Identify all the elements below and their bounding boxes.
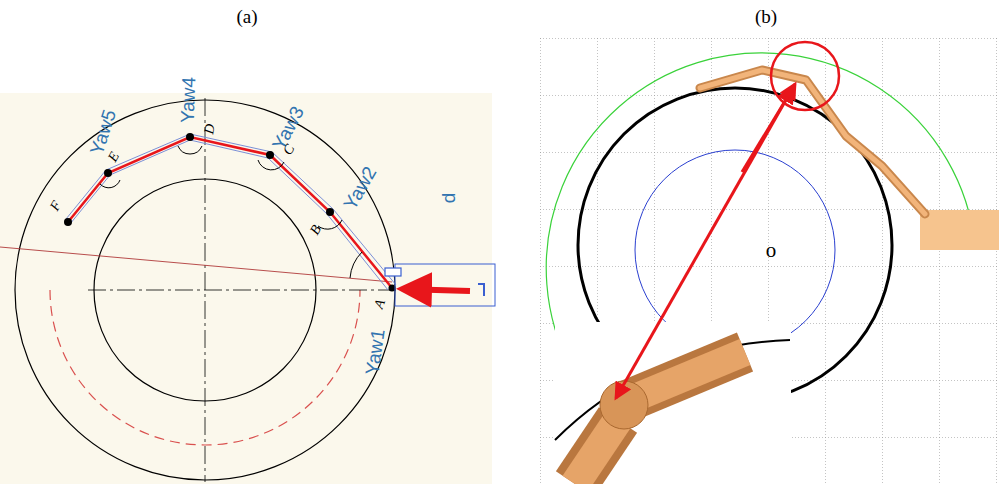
panel-b-drawing	[540, 38, 999, 484]
arm-link-zoom	[575, 420, 618, 484]
arm-outline	[66, 134, 396, 285]
zoom-inset	[555, 322, 791, 484]
arm-centreline	[68, 137, 392, 288]
arm-outline	[70, 140, 388, 290]
arm-link-zoom	[575, 420, 618, 484]
panel-a-drawing	[0, 93, 495, 484]
panel-label: (b)	[755, 7, 777, 26]
base-part	[385, 268, 401, 276]
reference-line	[0, 247, 392, 282]
centre-line	[205, 98, 206, 482]
joint-dots	[64, 133, 396, 292]
base-part	[478, 284, 484, 296]
grid	[540, 38, 999, 484]
distance-arrow	[616, 84, 795, 398]
panel-label: (a)	[236, 7, 257, 26]
insertion-arrow	[402, 289, 470, 291]
robot-base	[920, 210, 999, 250]
highlight-circle	[771, 42, 839, 110]
panel-ground	[0, 93, 492, 484]
angle-arc	[350, 252, 362, 278]
joint-zoom	[600, 381, 648, 429]
point-label: D	[202, 123, 218, 135]
joint-arc	[178, 146, 202, 154]
joint-arc	[100, 180, 120, 188]
centre-line	[88, 290, 398, 291]
joint-label: Yaw4	[178, 77, 199, 124]
inner-boundary	[635, 150, 835, 350]
joint-arc	[258, 160, 284, 170]
centre-label: o	[766, 240, 777, 261]
dimension-label: d	[439, 193, 458, 204]
base-outline	[395, 264, 495, 306]
